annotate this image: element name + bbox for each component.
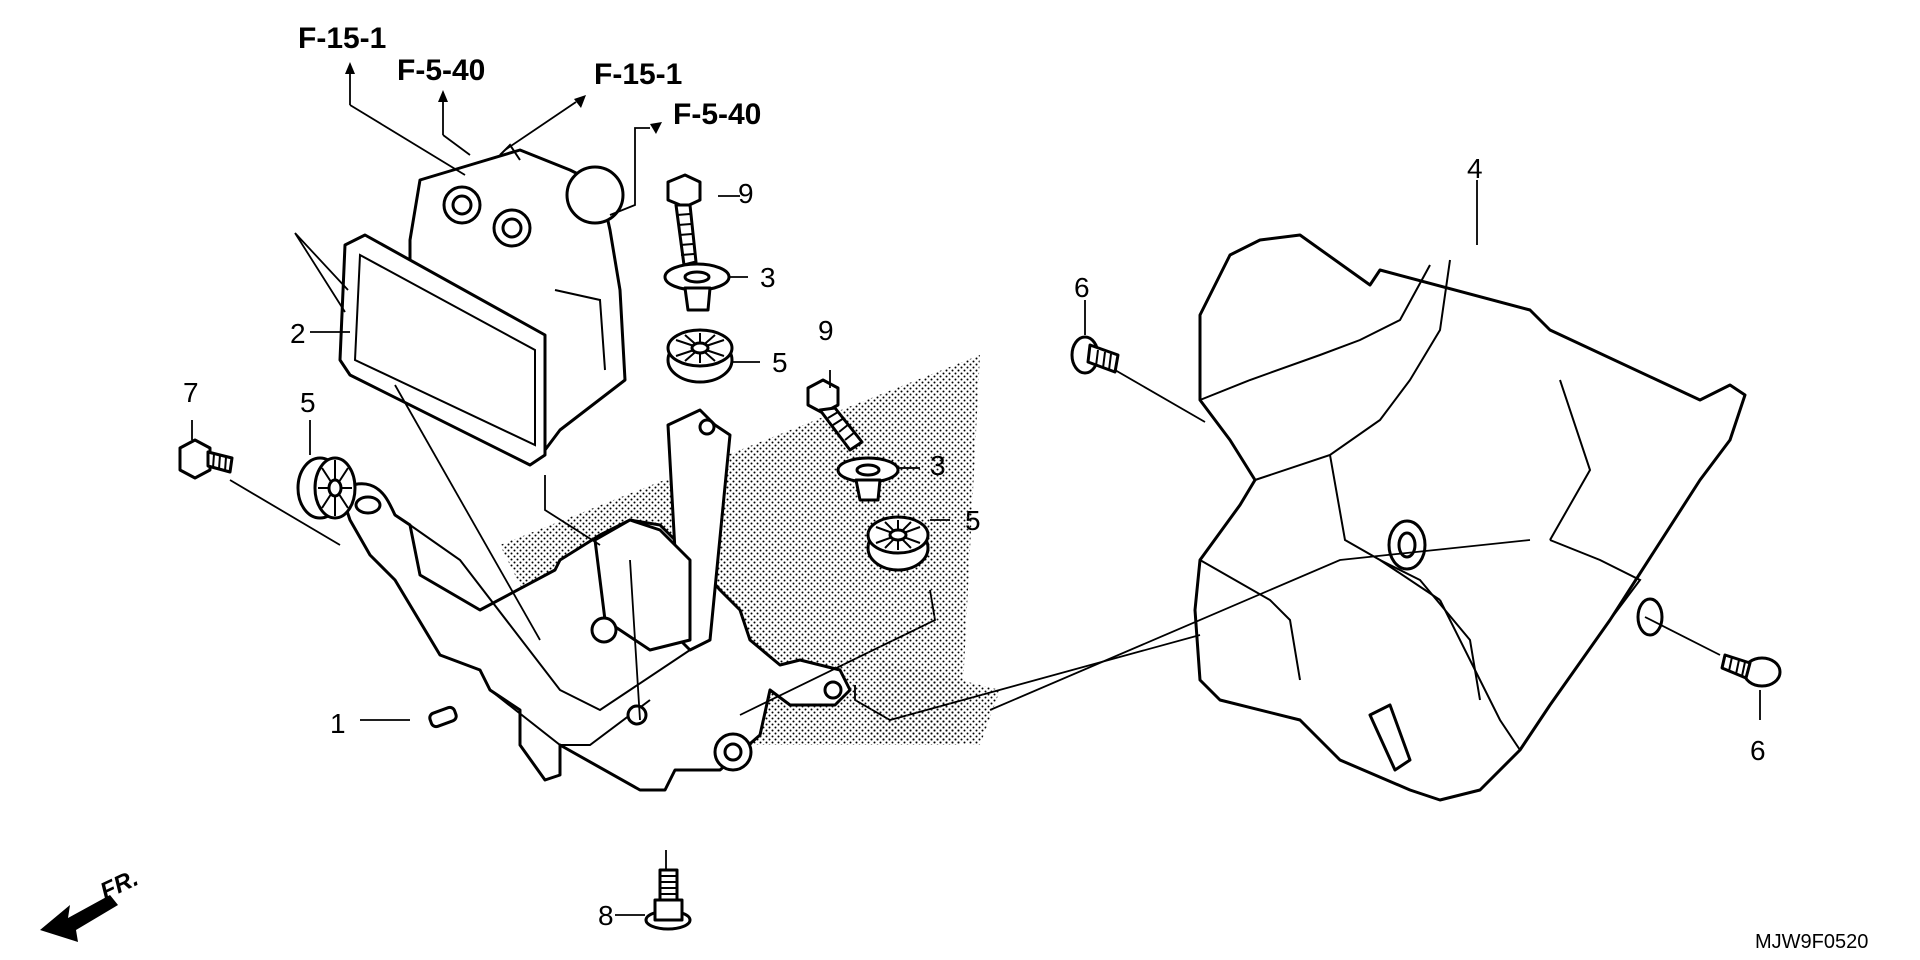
collar-3-lower: [836, 456, 900, 502]
arrow-up-icon: [438, 90, 448, 102]
cross-reference-label: F-15-1: [298, 22, 386, 55]
cross-reference-label: F-5-40: [673, 98, 761, 131]
cross-reference-label: F-5-40: [397, 54, 485, 87]
callout-number: 8: [598, 900, 614, 931]
callout-number: 5: [965, 505, 981, 536]
callout-number: 2: [290, 318, 306, 349]
callout-number: 4: [1467, 153, 1483, 184]
leader-lines: [191, 72, 1761, 916]
screw-6-left: [1070, 335, 1120, 375]
abs-bracket: [341, 408, 852, 792]
front-arrow-icon: [40, 895, 118, 942]
callout-number: 9: [738, 178, 754, 209]
bolt-9-lower: [806, 378, 864, 452]
grommet-5-upper: [666, 328, 734, 384]
abs-modulator-unit: [338, 143, 627, 467]
bolt-8: [644, 868, 692, 931]
bolt-7: [178, 438, 234, 480]
collar-3-upper: [663, 262, 731, 312]
grommet-5-lower: [866, 515, 930, 572]
cross-reference-label: F-15-1: [594, 58, 682, 91]
callout-number: 5: [300, 387, 316, 418]
callout-number: 3: [760, 262, 776, 293]
callout-number: 7: [183, 377, 199, 408]
abs-cover: [1193, 233, 1747, 802]
grommet-5-left: [296, 456, 357, 520]
diagram-code: MJW9F0520: [1755, 931, 1868, 953]
callout-number: 6: [1074, 272, 1090, 303]
callout-number: 5: [772, 347, 788, 378]
callout-number: 1: [330, 708, 346, 739]
callout-number: 3: [930, 450, 946, 481]
arrow-up-right-icon: [574, 95, 586, 108]
bolt-9-upper: [666, 173, 702, 267]
arrow-up-right-icon: [650, 122, 662, 134]
screw-6-right: [1720, 653, 1782, 688]
callout-number: 6: [1750, 735, 1766, 766]
arrow-up-icon: [345, 62, 355, 74]
callout-number: 9: [818, 315, 834, 346]
